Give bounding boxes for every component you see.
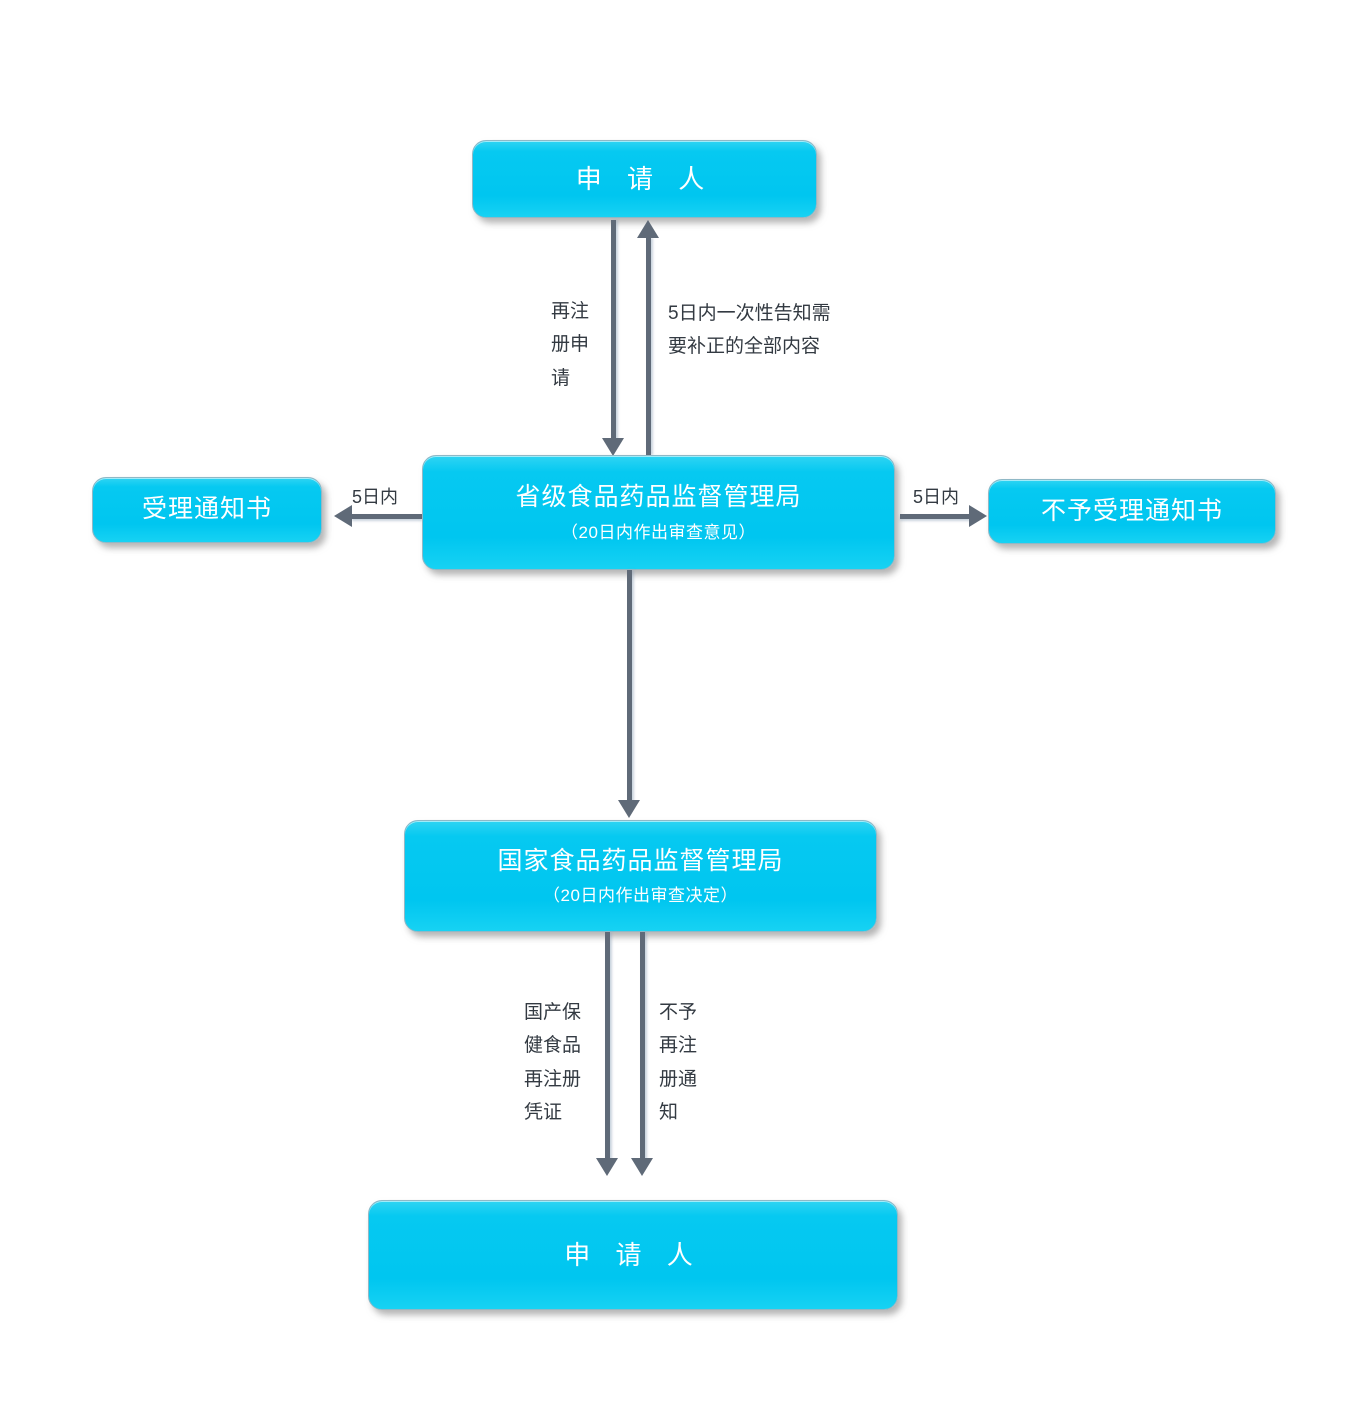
connector-acceptance-line — [352, 514, 422, 519]
node-provincial-bureau[interactable]: 省级食品药品监督管理局 （20日内作出审查意见） — [422, 455, 895, 570]
connector-rejection-line — [900, 514, 970, 519]
connector-certificate-arrowhead — [596, 1158, 618, 1176]
node-acceptance-notice-title: 受理通知书 — [141, 495, 272, 524]
node-applicant-bottom-title: 申 请 人 — [564, 1239, 702, 1270]
connector-application-arrowhead — [602, 438, 624, 456]
connector-correction-line — [646, 238, 651, 455]
node-applicant-top[interactable]: 申 请 人 — [472, 140, 817, 218]
connector-acceptance-arrowhead — [334, 505, 352, 527]
connector-rejection-arrowhead — [969, 505, 987, 527]
node-acceptance-notice[interactable]: 受理通知书 — [92, 477, 322, 543]
connector-certificate-line — [605, 932, 610, 1160]
connector-correction-arrowhead — [637, 220, 659, 238]
node-rejection-notice[interactable]: 不予受理通知书 — [988, 479, 1276, 544]
connector-no-reregistration-arrowhead — [631, 1158, 653, 1176]
edge-label-reregistration-application: 再注 册申 请 — [551, 301, 590, 389]
node-national-bureau-subtitle: （20日内作出审查决定） — [543, 886, 738, 905]
edge-label-no-reregistration-notice: 不予 再注 册通 知 — [659, 1002, 698, 1123]
node-provincial-bureau-title: 省级食品药品监督管理局 — [515, 483, 802, 512]
connector-to-national-line — [627, 570, 632, 802]
connector-no-reregistration-line — [640, 932, 645, 1160]
node-applicant-bottom[interactable]: 申 请 人 — [368, 1200, 898, 1310]
connector-application-line — [611, 220, 616, 440]
connector-to-national-arrowhead — [618, 800, 640, 818]
node-national-bureau[interactable]: 国家食品药品监督管理局 （20日内作出审查决定） — [404, 820, 877, 932]
node-national-bureau-title: 国家食品药品监督管理局 — [497, 846, 784, 875]
node-applicant-top-title: 申 请 人 — [575, 163, 714, 194]
edge-label-domestic-certificate: 国产保 健食品 再注册 凭证 — [524, 1002, 582, 1123]
edge-label-notify-corrections: 5日内一次性告知需 要补正的全部内容 — [668, 303, 831, 358]
node-provincial-bureau-subtitle: （20日内作出审查意见） — [561, 522, 756, 542]
node-rejection-notice-title: 不予受理通知书 — [1040, 496, 1223, 525]
edge-label-accept-within-5-days: 5日内 — [352, 487, 399, 507]
edge-label-reject-within-5-days: 5日内 — [913, 487, 960, 507]
